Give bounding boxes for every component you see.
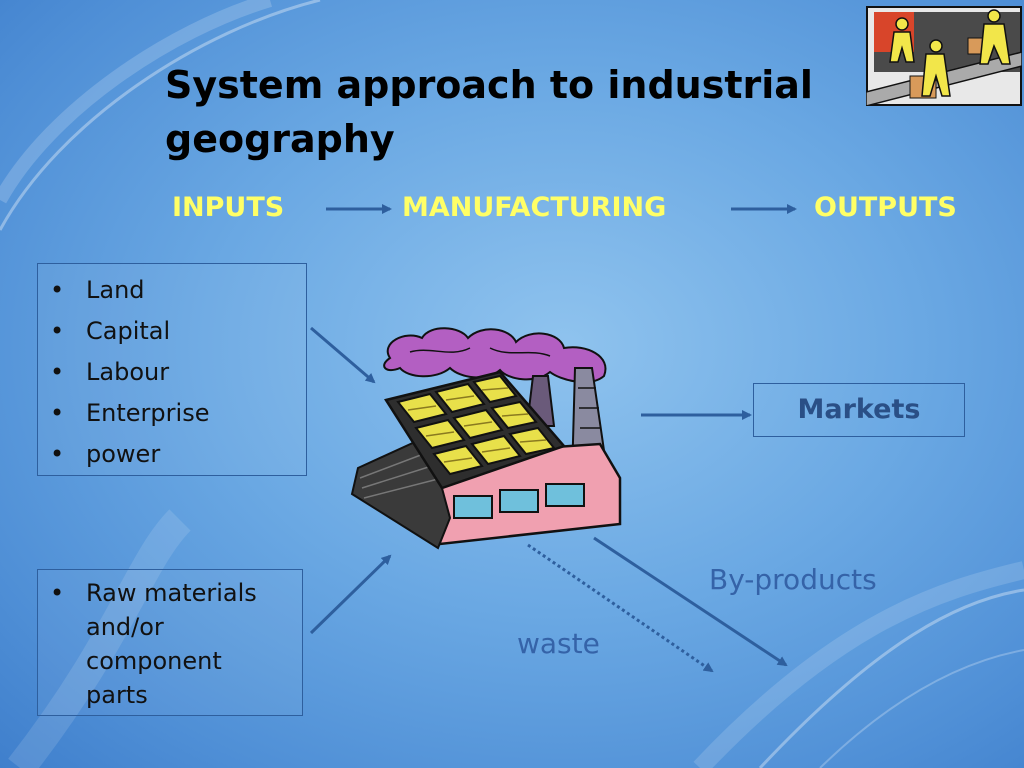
list-item: • Labour (38, 352, 306, 393)
list-item-text: power (86, 440, 161, 468)
inputs-box-factors: • Land • Capital • Labour • Enterprise • powe… (37, 263, 307, 476)
list-item: • Capital (38, 311, 306, 352)
list-item: • Enterprise (38, 393, 306, 434)
factory-clipart-icon (350, 327, 622, 550)
markets-box: Markets (753, 383, 965, 437)
list-item-text: Labour (86, 358, 170, 386)
inputs-list-factors: • Land • Capital • Labour • Enterprise • powe… (38, 264, 306, 475)
inputs-list-materials: • Raw materials and/or component parts (38, 570, 302, 712)
by-products-label: By-products (709, 563, 877, 596)
workers-clipart-icon (866, 6, 1022, 106)
list-item: • power (38, 434, 306, 475)
bullet: • (50, 579, 65, 607)
slide-title: System approach to industrial geography (165, 58, 865, 166)
flow-label-outputs: OUTPUTS (814, 192, 957, 223)
inputs-box-materials: • Raw materials and/or component parts (37, 569, 303, 716)
list-item-text: Raw materials and/or component parts (86, 579, 257, 709)
title-line-1: System approach to industrial (165, 63, 813, 107)
flow-label-manufacturing: MANUFACTURING (402, 192, 667, 223)
bullet: • (50, 399, 65, 427)
waste-label: waste (517, 627, 600, 660)
bullet: • (50, 276, 65, 304)
bullet: • (50, 358, 65, 386)
title-line-2: geography (165, 117, 395, 161)
list-item: • Raw materials and/or component parts (38, 576, 302, 712)
bullet: • (50, 317, 65, 345)
bullet: • (50, 440, 65, 468)
list-item-text: Land (86, 276, 145, 304)
list-item-text: Capital (86, 317, 171, 345)
flow-label-inputs: INPUTS (172, 192, 285, 223)
list-item: • Land (38, 270, 306, 311)
list-item-text: Enterprise (86, 399, 210, 427)
